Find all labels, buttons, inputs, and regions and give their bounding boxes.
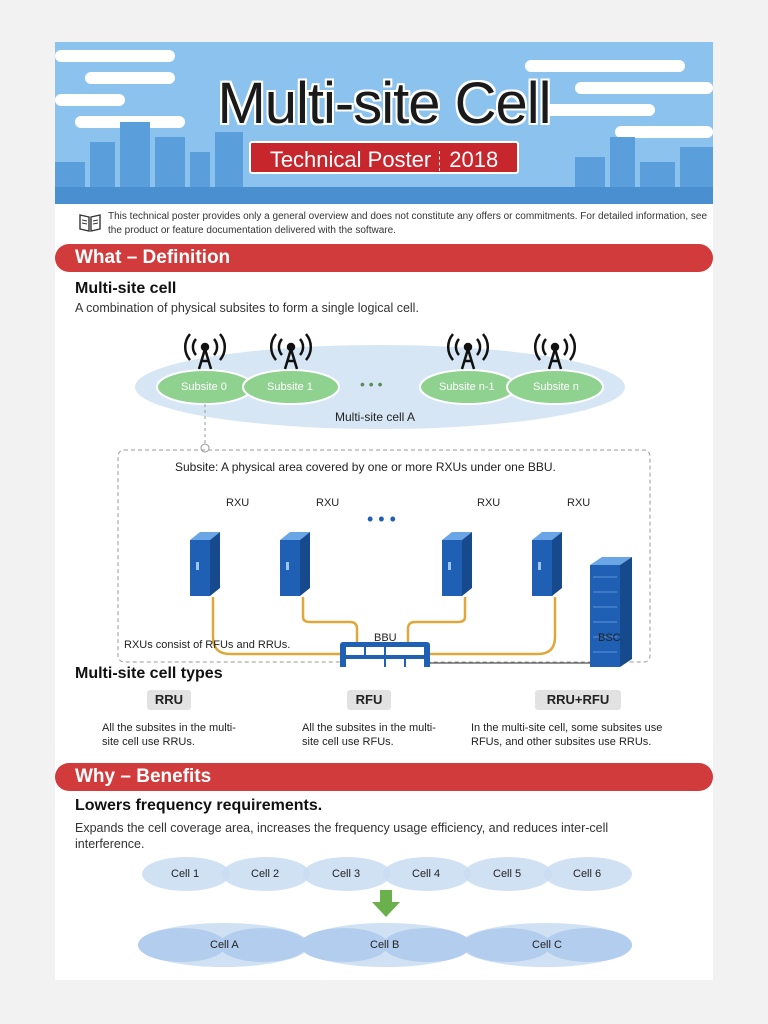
subsite-note: Subsite: A physical area covered by one … [175,460,556,474]
cell-3-shape [303,857,391,891]
rxu-label-3: RXU [477,497,501,509]
subsite-detail-box [117,449,651,663]
types-heading: Multi-site cell types [75,665,223,682]
cell-label-1: Cell 1 [171,868,200,880]
zoom-connector-dot [200,443,210,453]
bsc-icon [590,557,632,667]
cell-label-3: Cell 3 [332,868,361,880]
skyline-illustration [55,50,713,204]
antenna-icon [183,333,227,370]
rxu-icon [280,532,310,596]
bsc-label: BSC [598,632,621,644]
subtitle-text: Technical Poster [269,147,432,172]
subtitle-badge: Technical Poster 2018 [249,141,519,174]
subtitle-divider [439,151,441,172]
multisite-description: A combination of physical subsites to fo… [75,301,419,315]
cell-2-shape [222,857,310,891]
subtitle-year: 2018 [449,147,499,172]
type-rru-rfu-pill: RRU+RFU [535,690,621,710]
rxu-devices [190,532,562,596]
cables [211,597,557,656]
multisite-heading: Multi-site cell [75,280,177,297]
antenna-icon [269,333,313,370]
section-why: Why – Benefits [55,763,713,791]
rxu-label-1: RXU [226,497,250,509]
subsite-label-0: Subsite 0 [181,381,227,393]
small-cells [142,857,632,891]
book-icon [79,214,101,232]
cell-merge-diagram [138,857,632,967]
subsite-n-shape [506,369,604,405]
section-what: What – Definition [55,244,713,272]
subsite-ellipsis: • • • [360,376,383,392]
subsite-label-n-1: Subsite n-1 [439,381,495,393]
antenna-icons [183,333,577,370]
merged-cells-inner [138,928,632,962]
cell-label-6: Cell 6 [573,868,602,880]
cell-label-c: Cell C [532,939,562,951]
rxu-icon [442,532,472,596]
antenna-icon [446,333,490,370]
cell-label-5: Cell 5 [493,868,522,880]
subsite-shapes [156,369,604,405]
bbu-icon [340,642,430,667]
down-arrow-icon [372,890,400,917]
rxu-ellipsis: • • • [367,509,396,529]
poster: Multi-site Cell Technical Poster 2018 Thi… [55,42,713,980]
cell-1-shape [142,857,230,891]
subsite-label-1: Subsite 1 [267,381,313,393]
multisite-cell-label: Multi-site cell A [335,410,416,424]
rxu-icon [190,532,220,596]
cell-label-2: Cell 2 [251,868,280,880]
antenna-icon [533,333,577,370]
type-rfu-pill: RFU [347,690,391,710]
disclaimer-text: This technical poster provides only a ge… [108,211,708,236]
bbu-label: BBU [374,632,397,644]
cell-label-4: Cell 4 [412,868,441,880]
type-rru-rfu-desc: In the multi-site cell, some subsites us… [471,722,663,748]
benefit-heading: Lowers frequency requirements. [75,797,323,814]
banner: Multi-site Cell Technical Poster 2018 [55,42,713,204]
type-rru-pill: RRU [147,690,191,710]
type-rfu-desc: All the subsites in the multi-site cell … [302,722,436,748]
type-rru-desc: All the subsites in the multi-site cell … [102,722,236,748]
cell-label-a: Cell A [210,939,239,951]
cell-6-shape [544,857,632,891]
cell-label-b: Cell B [370,939,400,951]
rxu-label-4: RXU [567,497,591,509]
subsite-label-n: Subsite n [533,381,579,393]
subsite-1-shape [242,369,340,405]
cell-4-shape [383,857,471,891]
rxu-label-2: RXU [316,497,340,509]
page-title: Multi-site Cell [217,71,551,136]
benefit-description: Expands the cell coverage area, increase… [75,821,609,851]
multisite-cell-area [135,345,625,429]
rxu-icon [532,532,562,596]
rxu-note: RXUs consist of RFUs and RRUs. [124,639,291,651]
cell-5-shape [464,857,552,891]
multisite-diagram [117,333,651,667]
